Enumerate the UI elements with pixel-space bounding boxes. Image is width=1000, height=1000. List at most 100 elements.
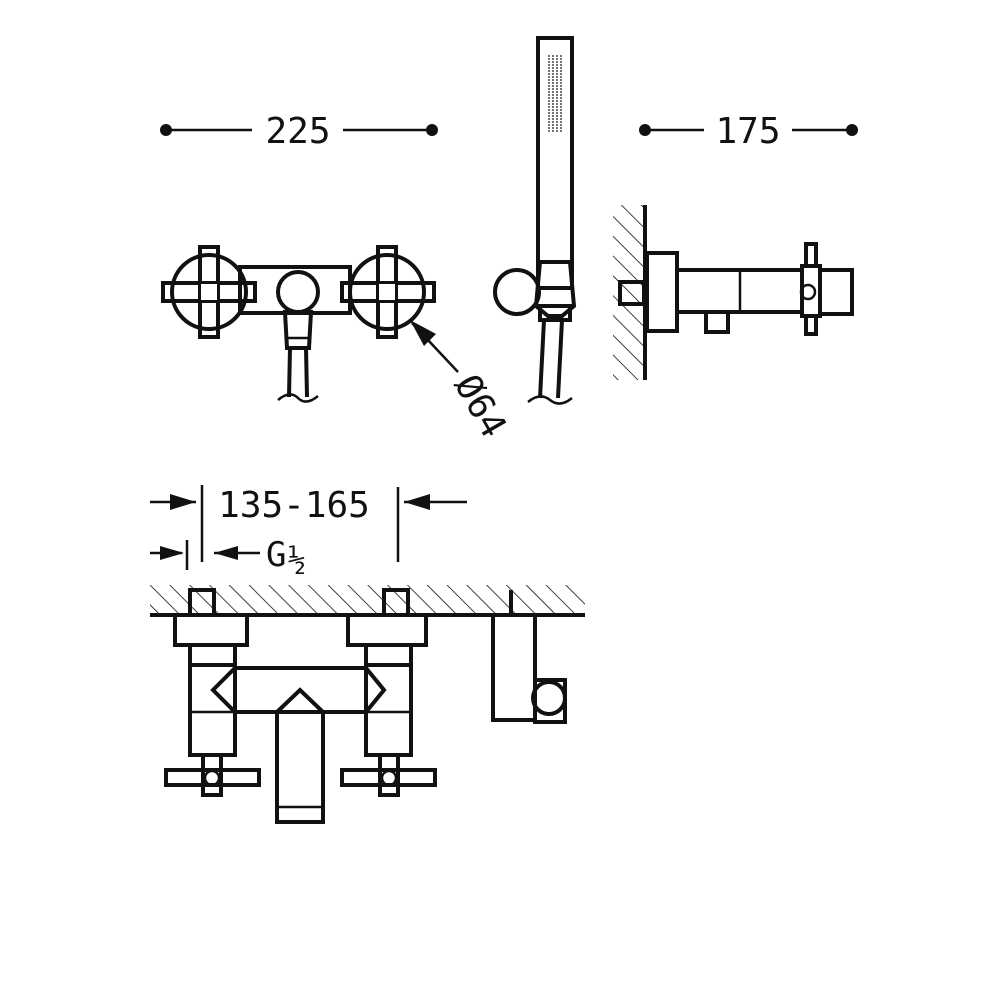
nozzle-dot [556, 79, 558, 81]
nozzle-dot [556, 91, 558, 93]
nozzle-dot [552, 130, 554, 132]
nozzle-dot [556, 61, 558, 63]
left-cross-handle [161, 245, 257, 339]
nozzle-dot [552, 61, 554, 63]
dimension-depth-side: 175 [639, 111, 858, 152]
nozzle-dot [560, 100, 562, 102]
nozzle-dot [552, 76, 554, 78]
nozzle-dot [560, 76, 562, 78]
nozzle-dot [560, 121, 562, 123]
nozzle-dot [556, 88, 558, 90]
nozzle-dot [556, 106, 558, 108]
dimension-width-front: 225 [160, 111, 438, 152]
nozzle-dot [556, 112, 558, 114]
nozzle-dot [548, 94, 550, 96]
nozzle-dot [552, 100, 554, 102]
right-cross-handle [340, 245, 436, 339]
nozzle-dot [548, 103, 550, 105]
nozzle-dot [548, 91, 550, 93]
nozzle-dot [556, 118, 558, 120]
hand-shower [493, 36, 577, 405]
nozzle-dot [556, 127, 558, 129]
nozzle-dot [548, 61, 550, 63]
nozzle-dot [548, 70, 550, 72]
nozzle-dot [548, 55, 550, 57]
nozzle-dot [552, 121, 554, 123]
nozzle-dot [548, 79, 550, 81]
thread-fraction-label: ½ [288, 543, 306, 578]
shower-wall-bracket [491, 590, 567, 724]
nozzle-dot [560, 106, 562, 108]
nozzle-dot [556, 73, 558, 75]
nozzle-dot [560, 61, 562, 63]
nozzle-dot [552, 94, 554, 96]
nozzle-dot [556, 82, 558, 84]
nozzle-dot [552, 73, 554, 75]
dimension-centers: 135-165 [150, 485, 467, 562]
nozzle-dot [556, 109, 558, 111]
nozzle-dot [552, 58, 554, 60]
nozzle-dot [548, 106, 550, 108]
side-view-mixer [613, 205, 854, 380]
nozzle-dot [556, 76, 558, 78]
nozzle-dot [548, 58, 550, 60]
nozzle-dot [548, 67, 550, 69]
nozzle-dot [552, 115, 554, 117]
nozzle-dot [556, 103, 558, 105]
nozzle-dot [552, 85, 554, 87]
nozzle-dot [560, 55, 562, 57]
nozzle-dot [552, 79, 554, 81]
nozzle-dot [560, 103, 562, 105]
nozzle-dot [548, 124, 550, 126]
nozzle-dot [560, 109, 562, 111]
nozzle-dot [552, 112, 554, 114]
nozzle-dot [560, 70, 562, 72]
nozzle-dot [556, 115, 558, 117]
nozzle-dot [560, 112, 562, 114]
nozzle-dot [552, 124, 554, 126]
nozzle-dot [556, 94, 558, 96]
diameter-64-label: Ø64 [446, 368, 514, 445]
diameter-callout: Ø64 [410, 320, 514, 445]
nozzle-dot [560, 97, 562, 99]
nozzle-dot [548, 73, 550, 75]
nozzle-dot [556, 70, 558, 72]
dimension-135-165-label: 135-165 [218, 485, 370, 526]
nozzle-dot [556, 124, 558, 126]
nozzle-dot [552, 91, 554, 93]
nozzle-dot [548, 121, 550, 123]
nozzle-dot [560, 88, 562, 90]
nozzle-dot [552, 109, 554, 111]
nozzle-dot [548, 88, 550, 90]
nozzle-dot [556, 85, 558, 87]
nozzle-dot [552, 127, 554, 129]
nozzle-dot [548, 130, 550, 132]
nozzle-dot [556, 67, 558, 69]
nozzle-dot [552, 118, 554, 120]
thread-label: G [266, 535, 286, 575]
nozzle-dot [560, 85, 562, 87]
nozzle-dot [556, 64, 558, 66]
nozzle-dot [560, 91, 562, 93]
shower-nozzle-dots [548, 55, 562, 132]
nozzle-dot [552, 97, 554, 99]
nozzle-dot [548, 82, 550, 84]
nozzle-dot [552, 106, 554, 108]
front-view-mixer [161, 245, 436, 403]
nozzle-dot [548, 97, 550, 99]
nozzle-dot [560, 58, 562, 60]
nozzle-dot [560, 127, 562, 129]
nozzle-dot [556, 97, 558, 99]
nozzle-dot [552, 67, 554, 69]
nozzle-dot [548, 64, 550, 66]
nozzle-dot [560, 67, 562, 69]
nozzle-dot [552, 70, 554, 72]
dimension-thread: G ½ [150, 535, 306, 578]
nozzle-dot [548, 85, 550, 87]
nozzle-dot [556, 121, 558, 123]
nozzle-dot [548, 127, 550, 129]
nozzle-dot [552, 82, 554, 84]
nozzle-dot [560, 94, 562, 96]
nozzle-dot [560, 115, 562, 117]
